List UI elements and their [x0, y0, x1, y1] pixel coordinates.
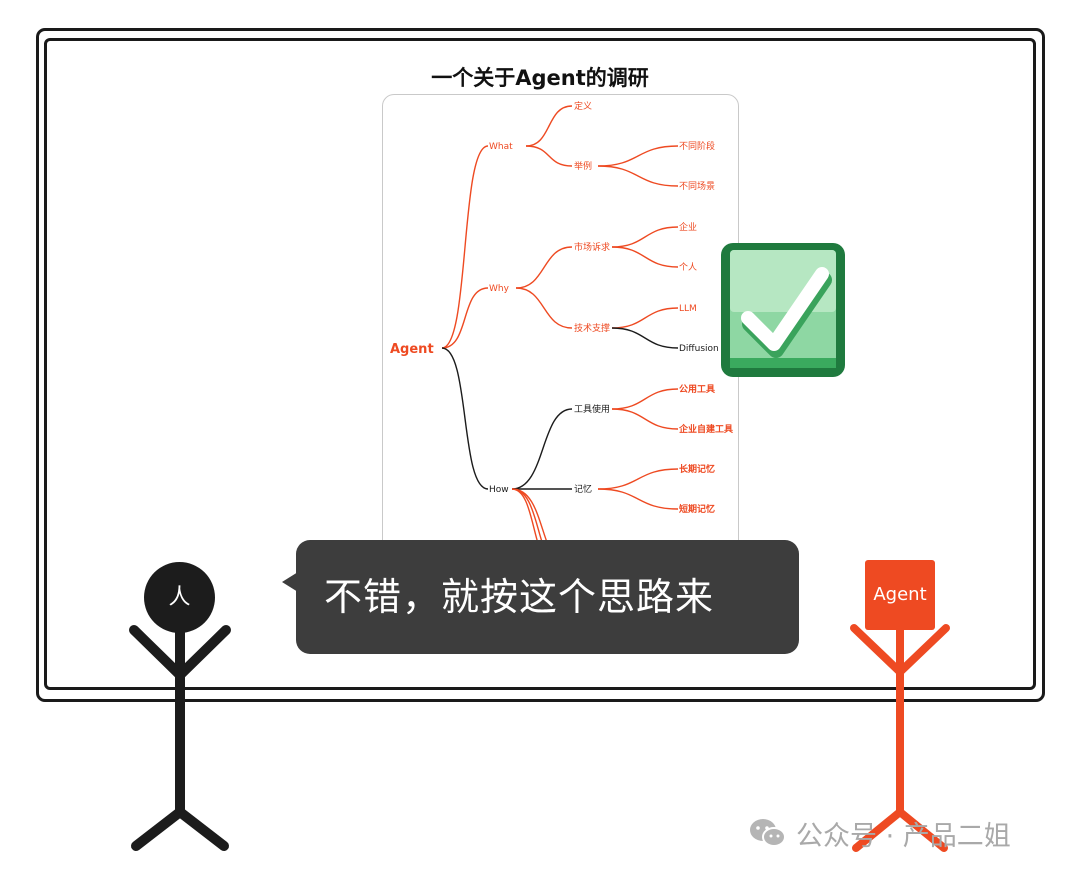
edge-tech-llm — [611, 307, 679, 329]
node-public-tools: 公用工具 — [679, 384, 715, 395]
node-stage: 不同阶段 — [679, 140, 715, 152]
node-market: 市场诉求 — [574, 241, 610, 253]
node-how: How — [489, 485, 509, 495]
agent-head: Agent — [865, 560, 935, 630]
mindmap-card — [382, 94, 739, 554]
mindmap-title: 一个关于Agent的调研 — [431, 66, 649, 90]
human-head: 人 — [144, 562, 215, 633]
edge-example-stage — [597, 145, 679, 167]
edge-tools-public — [611, 388, 679, 410]
node-enterprise-tools: 企业自建工具 — [678, 423, 733, 435]
node-why: Why — [489, 284, 510, 294]
edge-tools-enterprise — [611, 408, 679, 430]
watermark-text: 公众号 · 产品二姐 — [796, 820, 1011, 852]
edge-what-example — [525, 145, 573, 167]
edge-root-how — [441, 347, 489, 490]
wechat-icon — [750, 819, 786, 847]
node-llm: LLM — [679, 304, 697, 314]
node-tech: 技术支撑 — [574, 322, 610, 334]
check-icon — [721, 243, 845, 377]
edge-what-def — [525, 105, 573, 147]
node-tools: 工具使用 — [574, 403, 610, 415]
node-definition: 定义 — [574, 100, 592, 112]
node-example: 举例 — [574, 160, 592, 172]
node-root: Agent — [390, 342, 434, 357]
speech-bubble: 不错，就按这个思路来 — [296, 540, 799, 654]
edge-how-tools — [511, 408, 573, 490]
speech-bubble-tail — [282, 572, 298, 592]
watermark: 公众号 · 产品二姐 — [748, 816, 1011, 852]
node-scene: 不同场景 — [679, 181, 715, 192]
edge-why-tech — [515, 287, 573, 329]
edge-root-why — [441, 287, 489, 349]
node-what: What — [489, 142, 513, 152]
node-diffusion: Diffusion — [679, 344, 719, 354]
node-memory: 记忆 — [574, 483, 592, 495]
inner-frame — [44, 38, 1036, 690]
edge-root-what — [441, 145, 489, 349]
human-body — [129, 625, 231, 851]
outer-frame — [36, 28, 1045, 702]
node-personal: 个人 — [679, 262, 697, 273]
node-enterprise: 企业 — [679, 221, 697, 233]
edge-why-market — [515, 246, 573, 289]
edge-example-scene — [597, 165, 679, 187]
agent-body — [850, 624, 950, 852]
node-short-memory: 短期记忆 — [679, 503, 715, 515]
edge-market-enterprise — [611, 226, 679, 248]
edge-memory-long — [597, 468, 679, 490]
edge-tech-diffusion — [611, 327, 679, 349]
edge-market-personal — [611, 246, 679, 268]
edge-memory-short — [597, 488, 679, 510]
node-long-memory: 长期记忆 — [679, 463, 715, 475]
